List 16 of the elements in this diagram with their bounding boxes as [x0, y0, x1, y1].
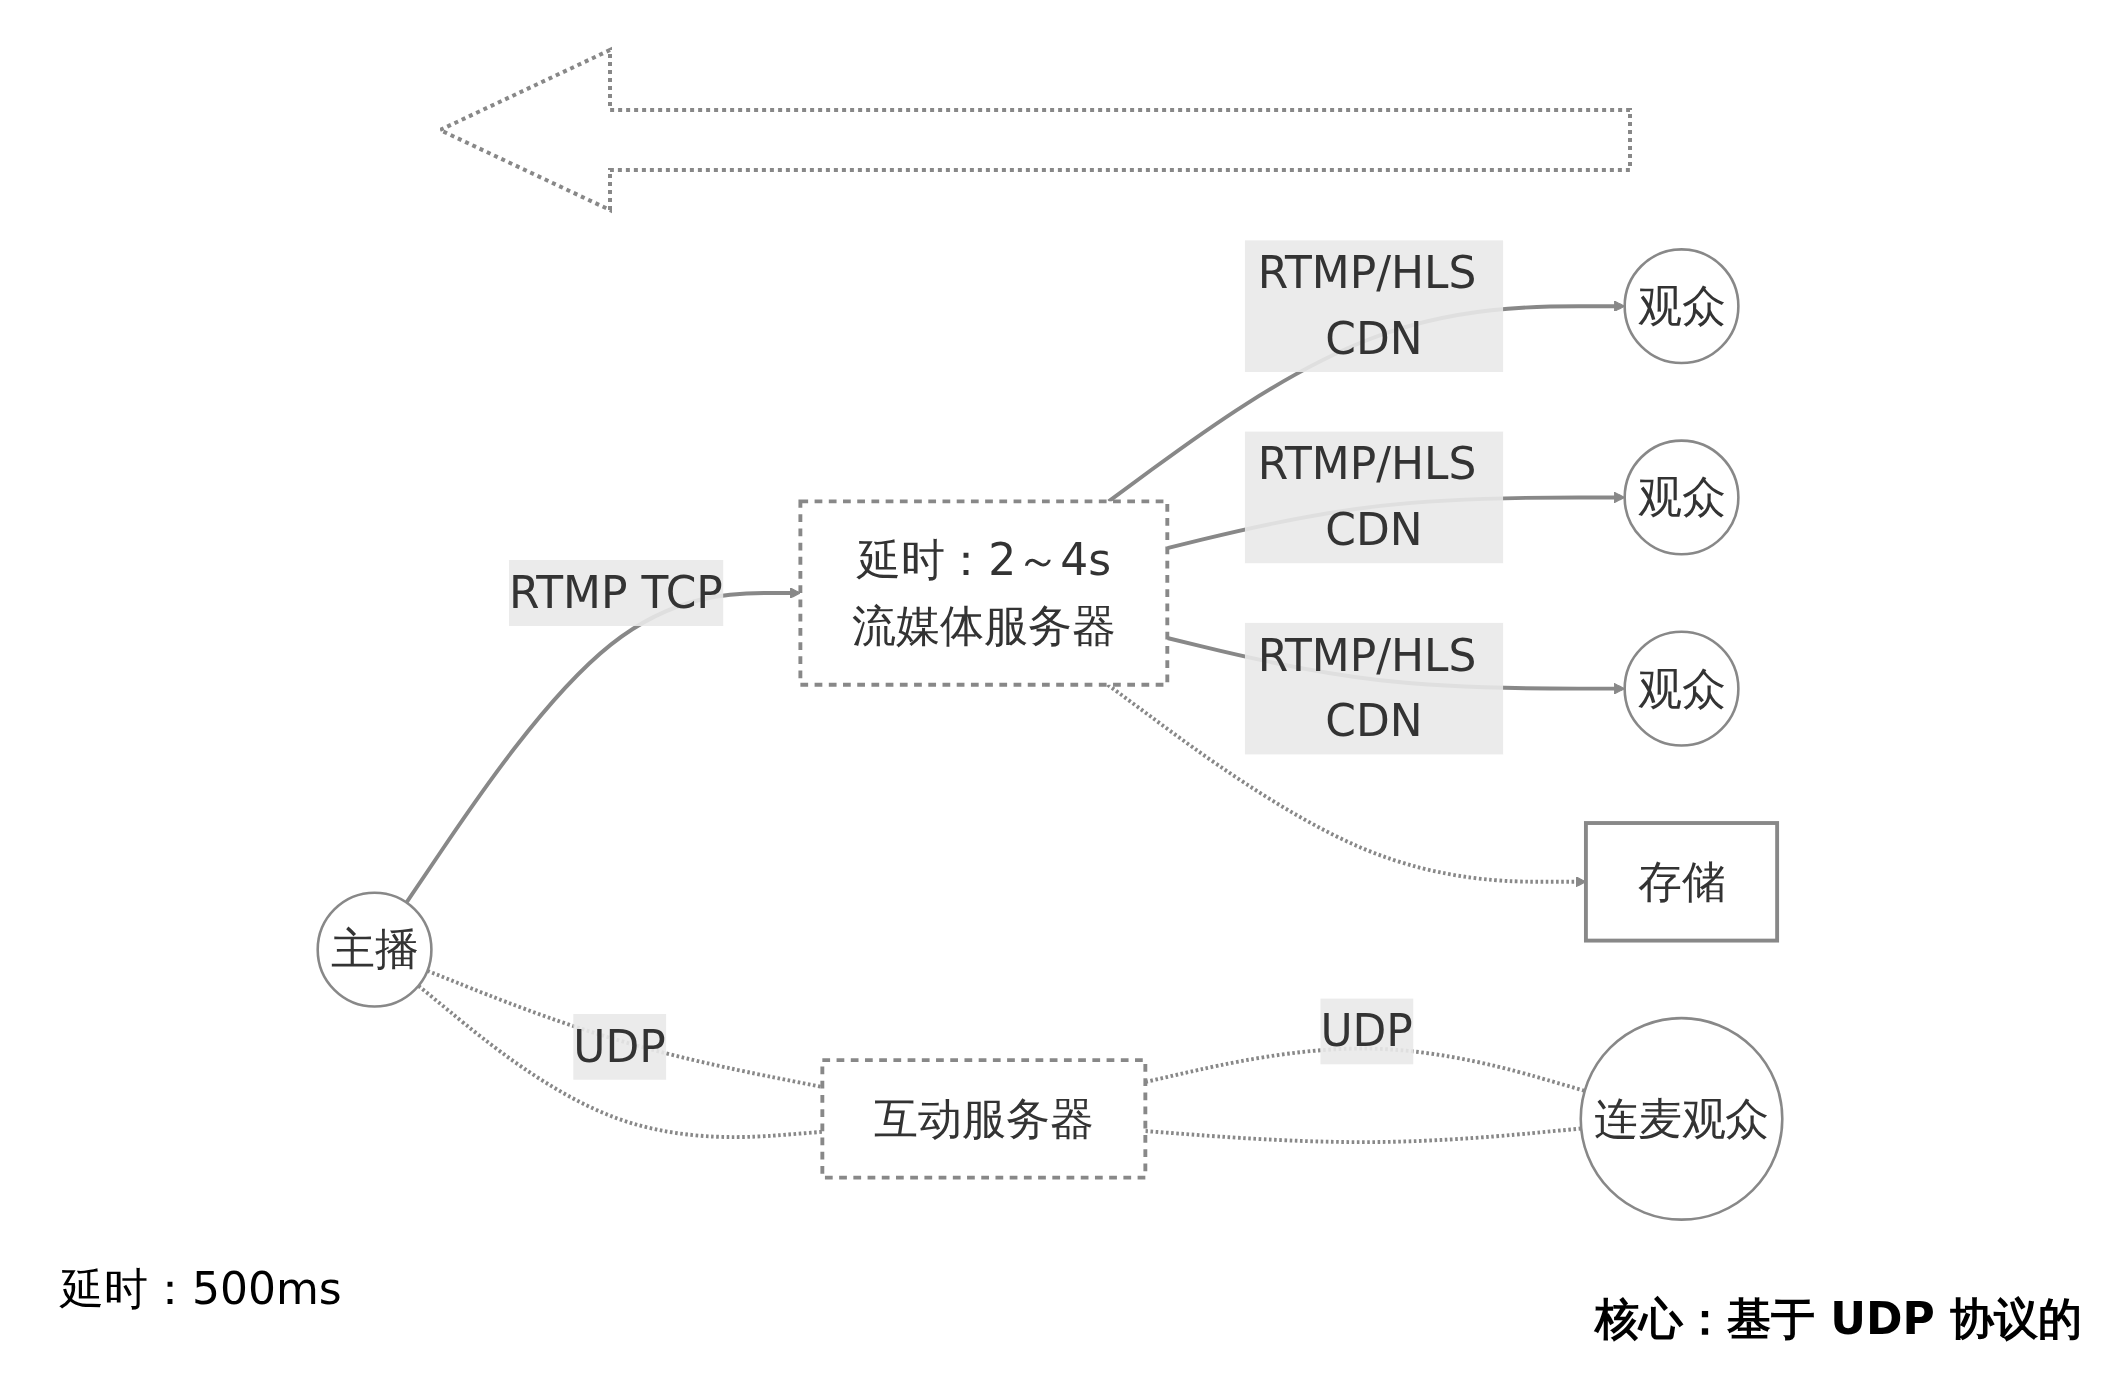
- edge-label: RTMP/HLS CDN: [1257, 438, 1477, 556]
- edge-label: RTMP TCP: [508, 566, 723, 619]
- node-box: 存储: [1583, 821, 1780, 943]
- node-circle: 连麦观众: [1579, 1016, 1784, 1221]
- node-box: 互动服务器: [820, 1058, 1148, 1180]
- summary-note: 核心：基于 UDP 协议的: [1594, 1292, 2082, 1346]
- node-circle: 观众: [1623, 439, 1740, 556]
- edge-label: RTMP/HLS CDN: [1257, 629, 1477, 747]
- latency-note: 延时：500ms: [60, 1262, 342, 1316]
- node-circle: 观众: [1623, 630, 1740, 747]
- edge-label: UDP: [1320, 1004, 1413, 1057]
- edge-label: RTMP/HLS CDN: [1257, 246, 1477, 365]
- node-box: 延时：2～4s 流媒体服务器: [798, 499, 1170, 687]
- node-circle: 主播: [316, 891, 433, 1008]
- node-circle: 观众: [1623, 248, 1740, 365]
- edge-label: UDP: [573, 1020, 666, 1073]
